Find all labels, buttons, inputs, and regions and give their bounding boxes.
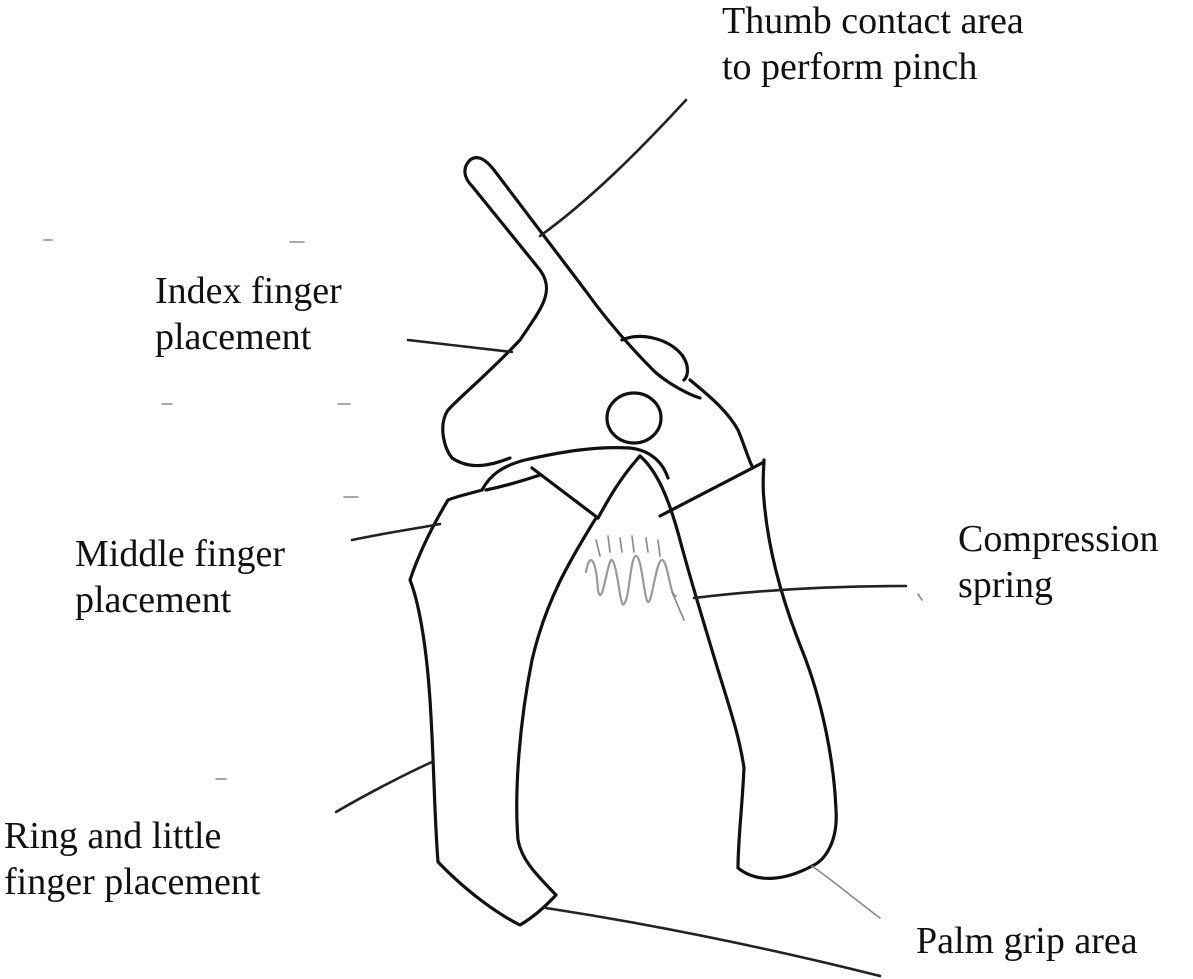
label-middle-finger: Middle finger placement xyxy=(75,531,285,623)
compression-spring xyxy=(584,554,678,606)
label-thumb-line-2: to perform pinch xyxy=(722,46,978,88)
spring-fray-lines xyxy=(595,535,685,621)
right-handle-outline xyxy=(596,454,838,880)
left-handle-top-cut xyxy=(530,466,600,520)
leader-thumb xyxy=(538,98,688,238)
label-ring-line-1: Ring and little xyxy=(4,815,222,857)
thumb-lever-outline xyxy=(441,158,549,468)
leader-ring xyxy=(334,760,434,814)
scan-specks xyxy=(43,239,923,780)
label-index-finger: Index finger placement xyxy=(155,268,342,360)
jaw-inner-curve xyxy=(484,473,542,492)
label-thumb-line-1: Thumb contact area xyxy=(722,0,1024,42)
label-palm-line-1: Palm grip area xyxy=(916,920,1138,962)
label-spring-line-1: Compression xyxy=(958,518,1159,560)
jaw-edge xyxy=(480,446,670,492)
label-ring-line-2: finger placement xyxy=(4,861,261,903)
leader-palm-bottom xyxy=(544,906,882,978)
label-middle-line-2: placement xyxy=(75,579,232,621)
label-index-line-2: placement xyxy=(155,316,312,358)
left-handle-outline xyxy=(408,488,598,927)
right-handle-top-cut xyxy=(658,460,766,518)
label-index-line-1: Index finger xyxy=(155,270,342,312)
leader-spring xyxy=(692,584,908,600)
leader-palm-top xyxy=(811,865,881,919)
label-spring-line-2: spring xyxy=(958,564,1053,606)
label-palm-grip-area: Palm grip area xyxy=(916,918,1138,964)
leader-middle xyxy=(350,522,442,542)
thumb-lever-right-edge xyxy=(468,156,702,400)
label-thumb-contact-area: Thumb contact area to perform pinch xyxy=(722,0,1024,90)
thumb-contact-pad xyxy=(620,334,690,382)
leader-index xyxy=(406,338,514,354)
label-compression-spring: Compression spring xyxy=(958,516,1159,608)
label-middle-line-1: Middle finger xyxy=(75,533,286,575)
upper-body-right-edge xyxy=(688,378,754,468)
pivot-hole xyxy=(605,391,663,445)
label-ring-little-finger: Ring and little finger placement xyxy=(4,813,260,905)
